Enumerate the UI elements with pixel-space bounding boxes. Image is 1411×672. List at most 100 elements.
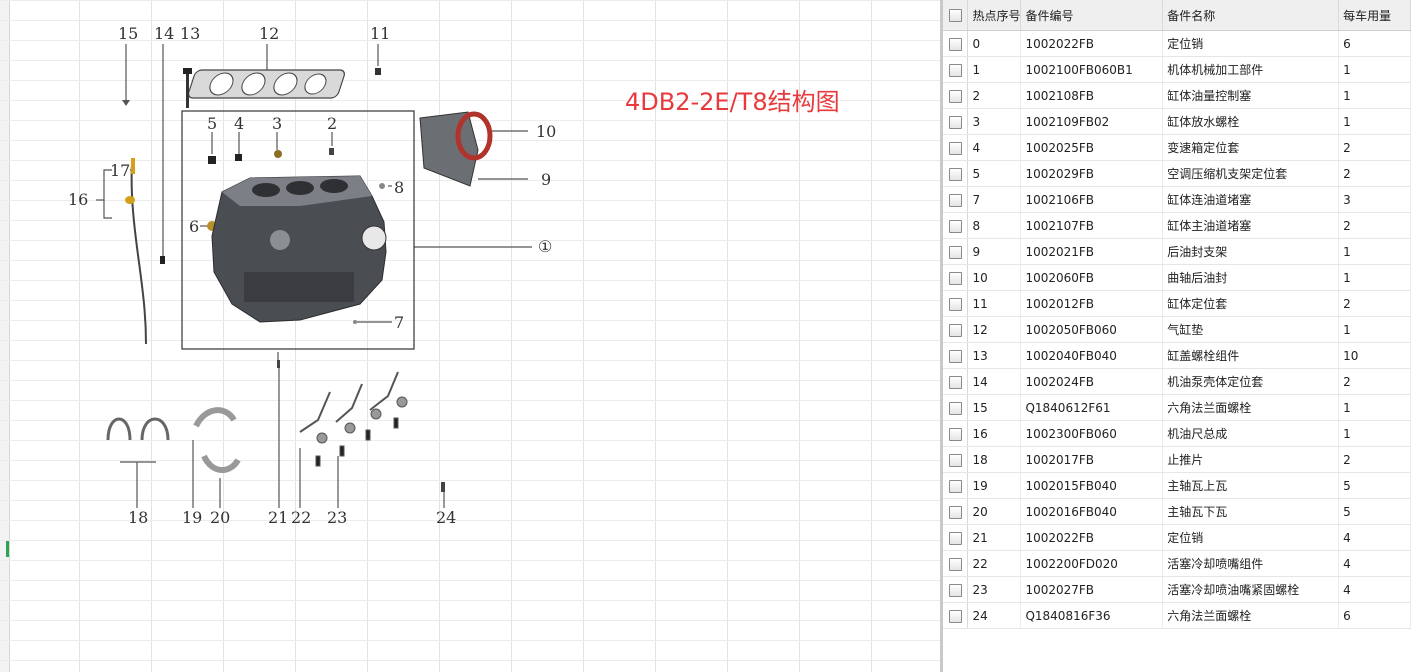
cell-part-number: 1002017FB — [1020, 446, 1164, 473]
row-checkbox[interactable] — [943, 134, 969, 161]
piston-cooling-nozzles — [299, 371, 408, 467]
checkbox-icon[interactable] — [948, 89, 962, 103]
checkbox-icon[interactable] — [948, 37, 962, 51]
row-checkbox[interactable] — [943, 238, 969, 265]
grid-line — [0, 420, 940, 421]
column-header-quantity[interactable]: 每车用量 — [1338, 0, 1411, 31]
checkbox-icon[interactable] — [948, 9, 962, 22]
checkbox-icon[interactable] — [948, 323, 962, 337]
checkbox-icon[interactable] — [948, 245, 962, 259]
checkbox-icon[interactable] — [948, 401, 962, 415]
row-checkbox[interactable] — [943, 342, 969, 369]
checkbox-icon[interactable] — [948, 141, 962, 155]
row-checkbox[interactable] — [943, 186, 969, 213]
callout-12: 12 — [259, 24, 280, 43]
checkbox-icon[interactable] — [948, 453, 962, 467]
diagram-title: 4DB2-2E/T8结构图 — [625, 88, 840, 116]
checkbox-icon[interactable] — [948, 609, 962, 623]
row-checkbox[interactable] — [943, 368, 969, 395]
checkbox-icon[interactable] — [948, 297, 962, 311]
grid-line — [0, 360, 940, 361]
row-checkbox[interactable] — [943, 316, 969, 343]
row-checkbox[interactable] — [943, 550, 969, 577]
row-checkbox[interactable] — [943, 82, 969, 109]
grid-line — [0, 580, 940, 581]
checkbox-icon[interactable] — [948, 349, 962, 363]
checkbox-icon[interactable] — [948, 193, 962, 207]
checkbox-icon[interactable] — [948, 219, 962, 233]
row-checkbox[interactable] — [943, 472, 969, 499]
cell-part-number: 1002015FB040 — [1020, 472, 1164, 499]
grid-line — [0, 60, 940, 61]
row-checkbox[interactable] — [943, 30, 969, 57]
cell-quantity: 6 — [1338, 602, 1411, 629]
grid-line — [151, 0, 152, 672]
callout-19: 19 — [182, 508, 203, 527]
row-checkbox[interactable] — [943, 290, 969, 317]
row-checkbox[interactable] — [943, 498, 969, 525]
checkbox-icon[interactable] — [948, 271, 962, 285]
select-all-checkbox[interactable] — [943, 0, 969, 31]
column-header-part-name[interactable]: 备件名称 — [1162, 0, 1340, 31]
row-checkbox[interactable] — [943, 160, 969, 187]
row-checkbox[interactable] — [943, 108, 969, 135]
row-checkbox[interactable] — [943, 56, 969, 83]
cell-part-number: 1002024FB — [1020, 368, 1164, 395]
row-checkbox[interactable] — [943, 264, 969, 291]
column-header-part-number[interactable]: 备件编号 — [1020, 0, 1164, 31]
checkbox-icon[interactable] — [948, 63, 962, 77]
cylinder-head-gasket — [187, 69, 345, 99]
cell-quantity: 4 — [1338, 550, 1411, 577]
row-checkbox[interactable] — [943, 394, 969, 421]
row-checkbox[interactable] — [943, 602, 969, 629]
column-header-hotspot[interactable]: 热点序号 — [967, 0, 1022, 31]
checkbox-icon[interactable] — [948, 479, 962, 493]
pane-splitter[interactable] — [940, 0, 943, 672]
row-checkbox[interactable] — [943, 524, 969, 551]
row-checkbox[interactable] — [943, 446, 969, 473]
row-checkbox[interactable] — [943, 212, 969, 239]
row-checkbox[interactable] — [943, 420, 969, 447]
checkbox-icon[interactable] — [948, 583, 962, 597]
checkbox-icon[interactable] — [948, 557, 962, 571]
dipstick-image — [130, 163, 147, 345]
checkbox-icon[interactable] — [948, 531, 962, 545]
row-checkbox[interactable] — [943, 576, 969, 603]
callout-3: 3 — [272, 114, 283, 133]
checkbox-icon[interactable] — [948, 115, 962, 129]
grid-line — [0, 300, 940, 301]
exploded-parts-diagram — [96, 44, 532, 508]
checkbox-icon[interactable] — [948, 505, 962, 519]
checkbox-icon[interactable] — [948, 427, 962, 441]
checkbox-icon[interactable] — [948, 167, 962, 181]
cell-hotspot: 22 — [967, 550, 1022, 577]
checkbox-icon[interactable] — [948, 375, 962, 389]
grid-line — [583, 0, 584, 672]
callout-22: 22 — [291, 508, 312, 527]
cell-part-number: Q1840612F61 — [1020, 394, 1164, 421]
callout-23: 23 — [327, 508, 348, 527]
